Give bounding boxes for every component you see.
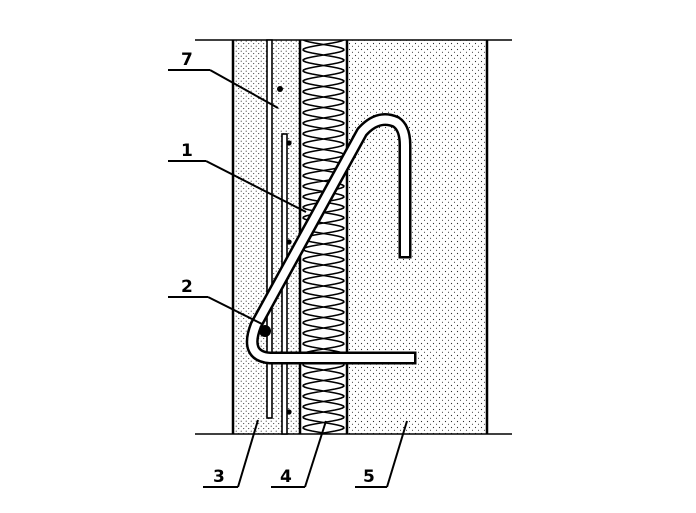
layer-boundaries [195,39,512,435]
leader-lines [168,69,408,488]
label-5: 5 [363,467,375,487]
callouts: 7 1 2 3 4 5 [181,50,375,487]
label-3: 3 [213,467,225,487]
wall-tie-connector [245,113,417,365]
bar-cross-sections [259,86,292,415]
label-1: 1 [181,141,193,161]
label-2: 2 [181,277,193,297]
inner-layer [347,40,487,434]
label-4: 4 [280,467,292,487]
label-7: 7 [181,50,193,70]
